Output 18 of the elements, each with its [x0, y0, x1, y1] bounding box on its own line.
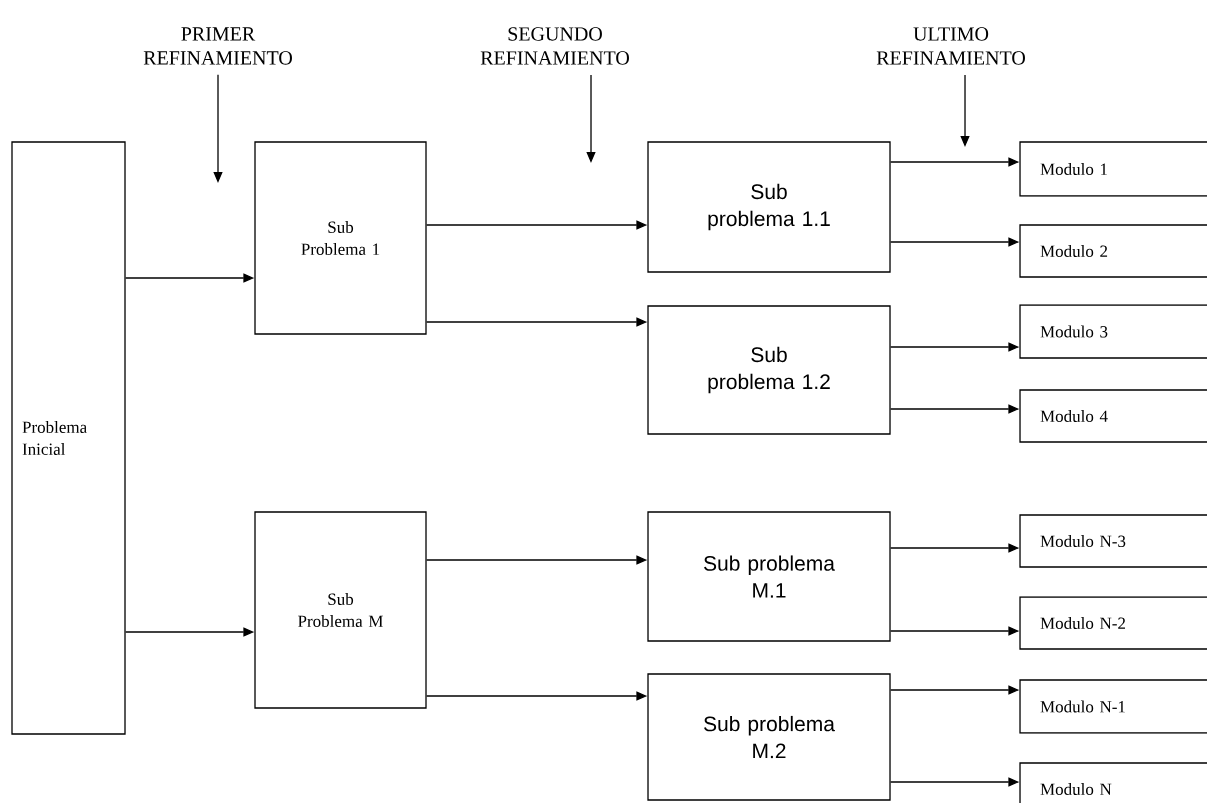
module-box: Modulo 4 [1019, 389, 1207, 443]
subproblem-box: Sub Problema 1 [254, 141, 427, 335]
subproblem-box: Sub problema M.2 [647, 673, 891, 801]
heading-text: PRIMER REFINAMIENTO [143, 27, 292, 65]
module-box: Modulo 2 [1019, 224, 1207, 278]
heading-text: ULTIMO REFINAMIENTO [876, 27, 1025, 65]
subproblem-box: Sub problema 1.2 [647, 305, 891, 435]
subproblem-box: Sub problema M.1 [647, 511, 891, 642]
problem-box: Problema Inicial [11, 141, 126, 735]
module-box: Modulo N [1019, 762, 1207, 803]
module-box: Modulo N-2 [1019, 596, 1207, 650]
module-box: Modulo N-3 [1019, 514, 1207, 568]
module-box: Modulo N-1 [1019, 679, 1207, 734]
heading-text: SEGUNDO REFINAMIENTO [480, 27, 629, 65]
subproblem-box: Sub problema 1.1 [647, 141, 891, 273]
module-box: Modulo 1 [1019, 141, 1207, 197]
subproblem-box: Sub Problema M [254, 511, 427, 709]
module-box: Modulo 3 [1019, 304, 1207, 359]
